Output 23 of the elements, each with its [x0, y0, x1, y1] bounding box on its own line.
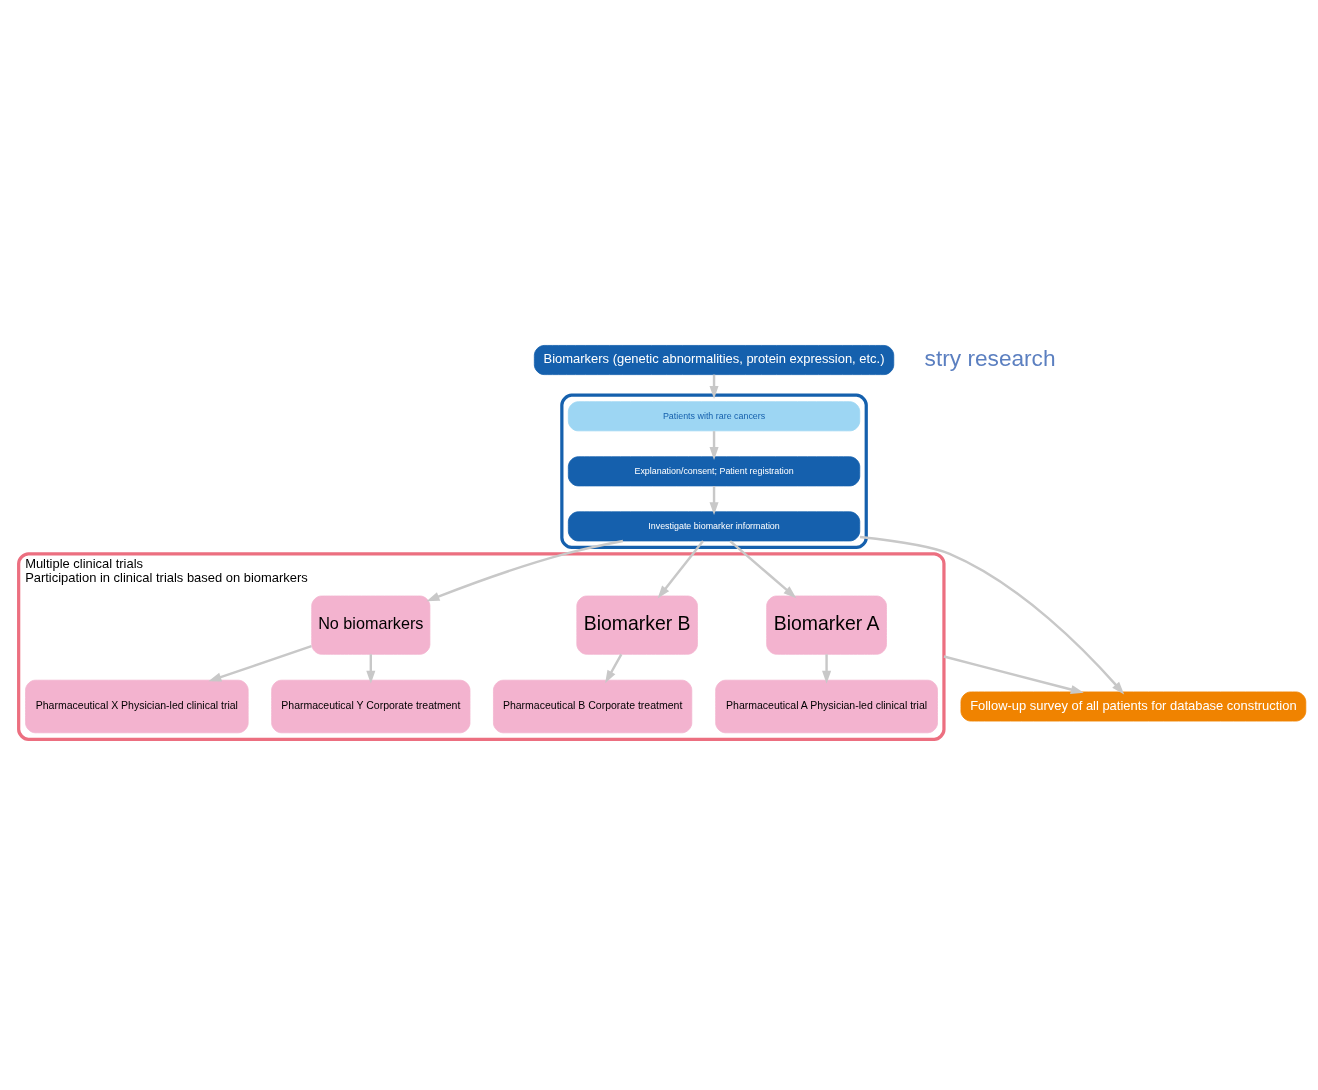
- arrow: [729, 540, 797, 599]
- node-box: No biomarkers: [311, 595, 431, 655]
- arrow: [208, 645, 312, 682]
- arrow: [709, 374, 719, 399]
- node-box: Biomarker B: [576, 595, 698, 655]
- arrow: [943, 655, 1084, 694]
- node-box: Pharmaceutical Y Corporate treatment: [271, 679, 471, 734]
- node-box: Pharmaceutical B Corporate treatment: [493, 679, 693, 734]
- node-box: Biomarker A: [766, 595, 887, 655]
- node-box: Pharmaceutical A Physician-led clinical trial: [715, 679, 938, 734]
- node-box: Biomarkers (genetic abnormalities, protein expression, etc.): [533, 345, 895, 375]
- cluster: [560, 393, 868, 550]
- arrow: [605, 653, 623, 684]
- node-box: Explanation/consent; Patient registration: [567, 456, 861, 487]
- node-box: Investigate biomarker information: [567, 511, 861, 542]
- node-box: Follow-up survey of all patients for database construction: [960, 691, 1307, 722]
- arrow: [859, 535, 1125, 695]
- arrow: [657, 540, 704, 599]
- arrow: [426, 539, 624, 602]
- label: stry research: [924, 344, 1056, 371]
- arrow: [822, 654, 832, 684]
- node-box: Patients with rare cancers: [567, 401, 861, 432]
- node-box: Pharmaceutical X Physician-led clinical trial: [25, 679, 249, 734]
